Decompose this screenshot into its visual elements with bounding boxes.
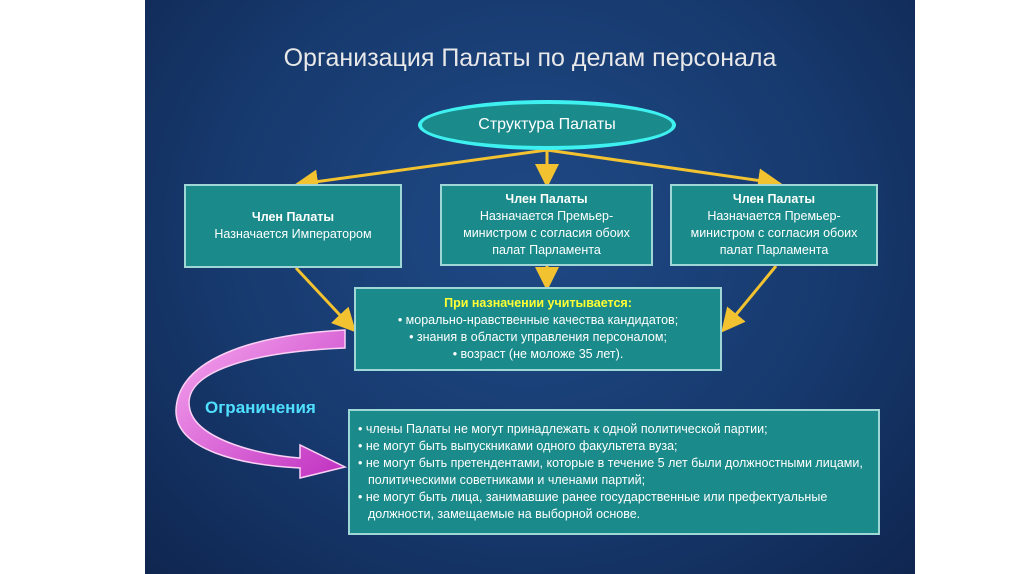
criteria-box: При назначении учитывается: • морально-н… [354, 287, 722, 371]
member-box-3: Член Палаты Назначается Премьер-министро… [670, 184, 878, 266]
criteria-item: • возраст (не моложе 35 лет). [452, 347, 624, 361]
criteria-heading: При назначении учитывается: [444, 296, 632, 310]
member-box-1: Член Палаты Назначается Императором [184, 184, 402, 268]
member-box-2: Член Палаты Назначается Премьер-министро… [440, 184, 653, 266]
arrow-right [546, 148, 782, 193]
member-text: Назначается Премьер-министром с согласия… [690, 209, 858, 257]
slide-title: Организация Палаты по делам персонала [283, 44, 777, 72]
arrow-left-down [294, 266, 357, 333]
criteria-item: • морально-нравственные качества кандида… [397, 313, 679, 327]
restriction-item: • не могут быть лица, занимавшие ранее г… [358, 490, 828, 521]
member-heading: Член Палаты [505, 192, 588, 206]
restrictions-label: Ограничения [205, 398, 316, 417]
root-node: Структура Палаты [418, 100, 676, 150]
root-label: Структура Палаты [478, 116, 616, 133]
criteria-item: • знания в области управления персоналом… [409, 330, 667, 344]
restriction-item: • не могут быть претендентами, которые в… [358, 456, 863, 487]
restriction-item: • члены Палаты не могут принадлежать к о… [358, 422, 768, 436]
restriction-item: • не могут быть выпускниками одного факу… [358, 439, 678, 453]
member-text: Назначается Премьер-министром с согласия… [463, 209, 630, 257]
member-heading: Член Палаты [251, 210, 335, 224]
restrictions-box: • члены Палаты не могут принадлежать к о… [348, 409, 880, 535]
curved-pink-arrow [175, 329, 348, 479]
member-heading: Член Палаты [732, 192, 816, 206]
member-text: Назначается Императором [214, 227, 372, 241]
arrow-right-down [721, 265, 778, 333]
arrow-left [294, 148, 548, 194]
